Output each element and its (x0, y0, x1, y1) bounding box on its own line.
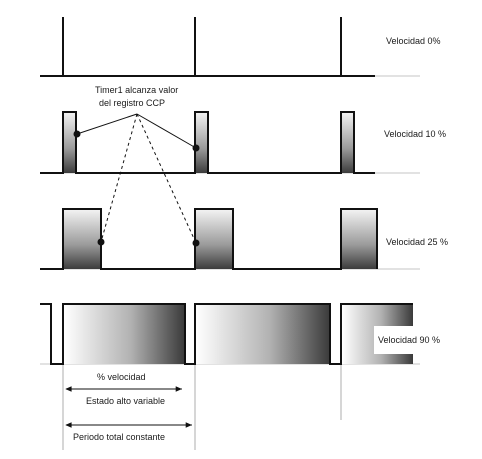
ccp-match-dot (97, 238, 105, 246)
callout-pointer-dashed (100, 113, 138, 243)
waveform-10 (40, 111, 375, 174)
waveform-25 (40, 208, 378, 270)
callout-pointer-dashed (136, 113, 197, 244)
row-label-90: Velocidad 90 % (378, 335, 440, 345)
ccp-match-dot (73, 130, 81, 138)
row-label-0: Velocidad 0% (386, 36, 441, 46)
dimension-annotations: % velocidad Estado alto variable Periodo… (65, 372, 192, 442)
waveform-0 (40, 17, 375, 77)
pulse-fill (342, 112, 354, 173)
pulse-fill (64, 209, 101, 269)
row-label-90-box (374, 326, 464, 354)
pulse-fill (196, 112, 208, 173)
speed-dimension-label: % velocidad (97, 372, 146, 382)
pulse-fill (196, 209, 233, 269)
waveform-row-90: Velocidad 90 % (40, 303, 464, 365)
variable-dimension-label: Estado alto variable (86, 396, 165, 406)
constant-dimension-label: Periodo total constante (73, 432, 165, 442)
row-label-10: Velocidad 10 % (384, 129, 446, 139)
ccp-callout: Timer1 alcanza valor del registro CCP (73, 85, 200, 247)
waveform-90 (40, 303, 413, 365)
pulse-fill (64, 112, 76, 173)
waveform-row-25: Velocidad 25 % (40, 208, 448, 270)
pulse-fill (196, 304, 330, 364)
waveform-row-0: Velocidad 0% (40, 17, 441, 77)
waveform-row-10: Velocidad 10 % (40, 111, 446, 174)
pulse-fill (64, 304, 185, 364)
callout-pointer (136, 113, 197, 149)
callout-pointer (76, 113, 138, 135)
row-label-25: Velocidad 25 % (386, 237, 448, 247)
ccp-match-dot (192, 239, 200, 247)
callout-line-2: del registro CCP (99, 98, 165, 108)
callout-line-1: Timer1 alcanza valor (95, 85, 178, 95)
ccp-match-dot (192, 144, 200, 152)
pulse-fill (342, 209, 377, 269)
